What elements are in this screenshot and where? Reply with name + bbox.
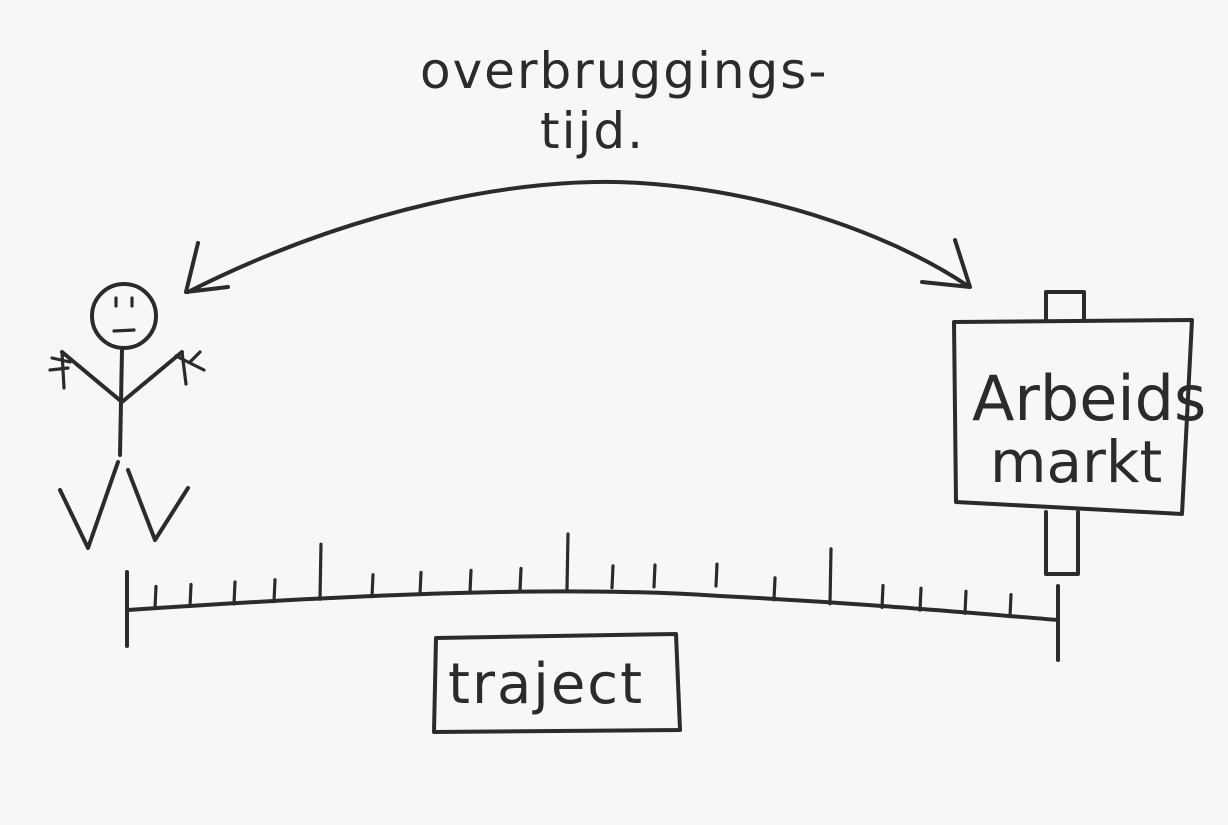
timeline-line xyxy=(126,589,1060,622)
timeline-minor-tick xyxy=(153,584,158,611)
arrow-label-line2: tijd. xyxy=(540,102,645,160)
figure-hand-right xyxy=(174,350,206,386)
arrow-head-left xyxy=(184,241,230,294)
timeline-ticks xyxy=(153,532,1013,619)
timeline-minor-tick xyxy=(652,563,657,589)
timeline-minor-tick xyxy=(714,562,719,588)
timeline xyxy=(125,532,1060,662)
timeline-minor-tick xyxy=(610,564,615,590)
timeline-major-tick xyxy=(318,542,323,601)
sign-post-top xyxy=(1044,290,1086,322)
timeline-minor-tick xyxy=(772,576,777,602)
stick-figure xyxy=(48,282,206,550)
sign-line2: markt xyxy=(990,428,1162,496)
arrow-label-line1: overbruggings- xyxy=(420,42,828,100)
track-label-text: traject xyxy=(448,652,644,717)
figure-hand-left xyxy=(48,350,72,390)
track-label-frame xyxy=(432,632,682,734)
timeline-minor-tick xyxy=(963,589,968,615)
signpost: Arbeids markt xyxy=(952,290,1206,576)
arrow-head-right xyxy=(920,238,972,289)
sign-line1: Arbeids xyxy=(972,362,1206,435)
figure-leg-right xyxy=(126,468,190,542)
timeline-minor-tick xyxy=(1008,592,1013,619)
bridging-arrow xyxy=(184,179,972,294)
timeline-minor-tick xyxy=(468,568,473,594)
timeline-minor-tick xyxy=(370,573,375,599)
figure-arms xyxy=(60,350,184,404)
track-label-box: traject xyxy=(432,632,682,734)
figure-head xyxy=(90,282,158,350)
timeline-minor-tick xyxy=(518,566,523,593)
figure-mouth xyxy=(112,328,136,333)
arrow-curve xyxy=(186,179,970,294)
timeline-minor-tick xyxy=(188,582,193,609)
timeline-minor-tick xyxy=(232,580,237,606)
timeline-minor-tick xyxy=(880,583,885,610)
timeline-major-tick xyxy=(565,532,570,591)
timeline-minor-tick xyxy=(418,570,423,597)
timeline-minor-tick xyxy=(272,578,277,604)
arrow-label: overbruggings- tijd. xyxy=(420,42,828,160)
sign-board xyxy=(952,318,1194,516)
figure-leg-left xyxy=(58,460,120,550)
timeline-minor-tick xyxy=(918,586,923,612)
sign-post-bottom xyxy=(1044,510,1080,576)
timeline-major-tick xyxy=(828,547,833,606)
